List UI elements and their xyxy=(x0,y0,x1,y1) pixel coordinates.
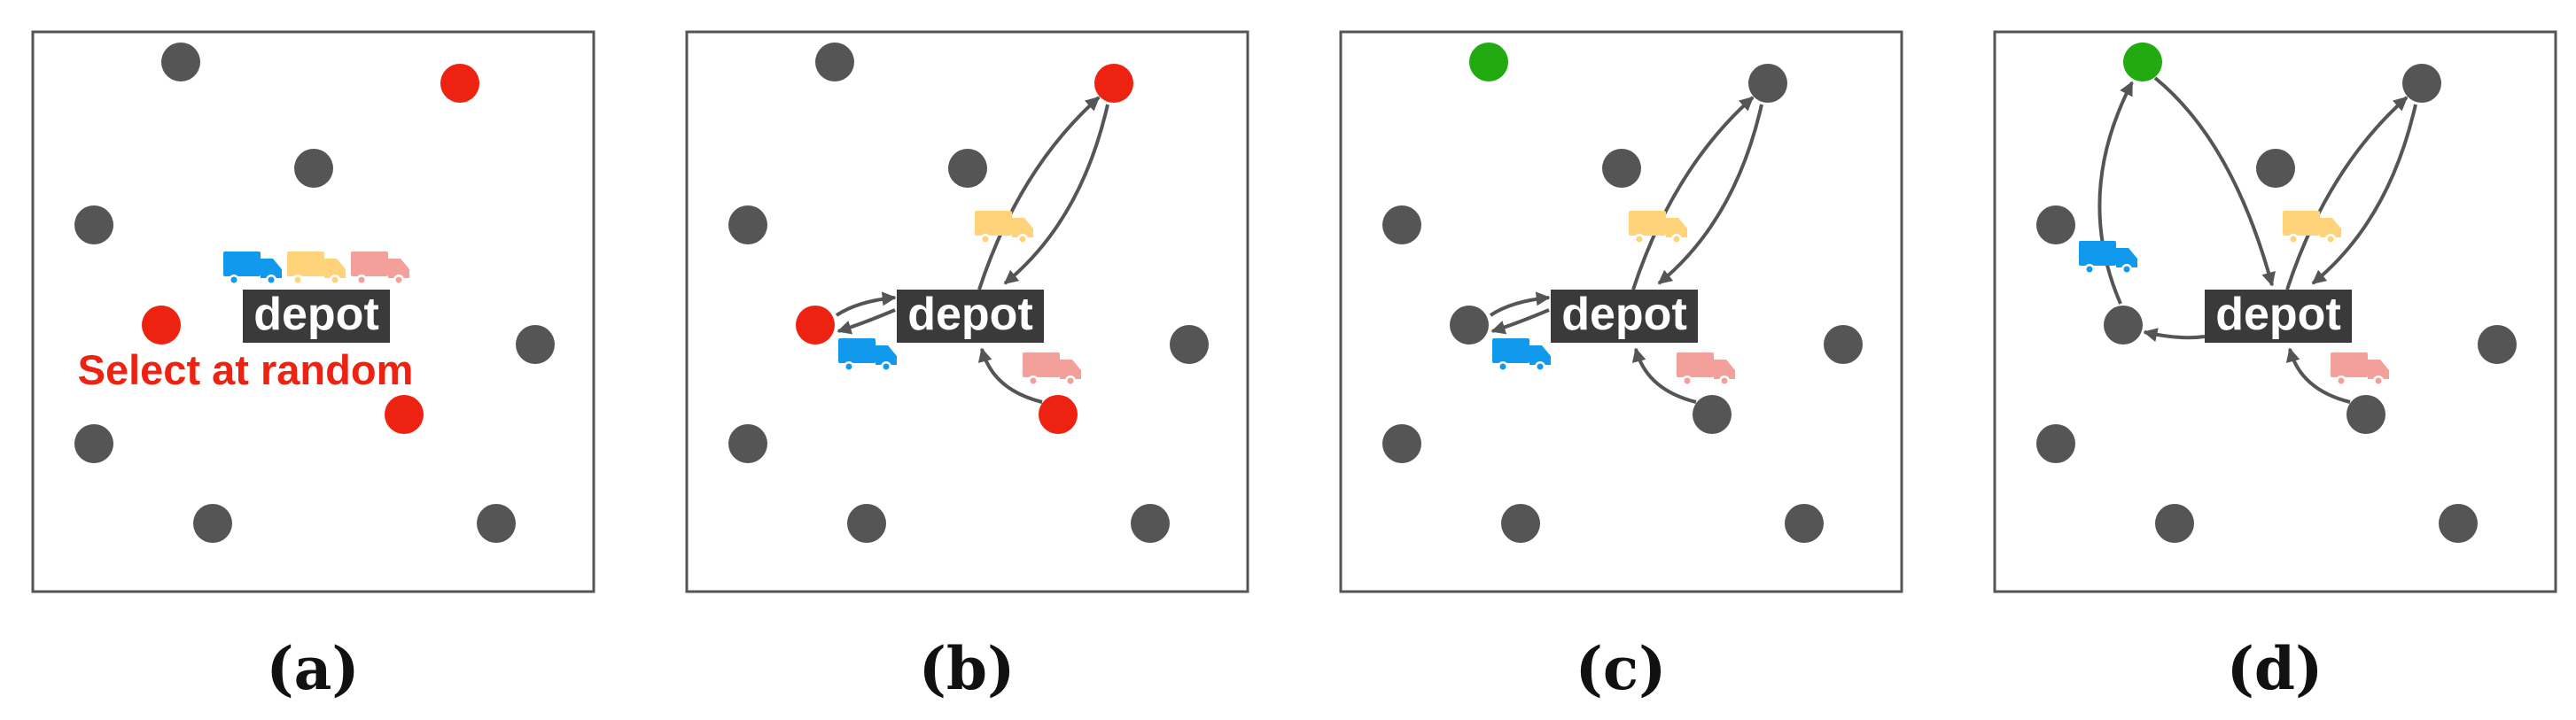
route-edge xyxy=(1631,96,1755,290)
selected-customer-node xyxy=(796,306,835,345)
customer-node xyxy=(1131,504,1170,543)
route-edge xyxy=(2143,328,2206,342)
depot-box xyxy=(897,290,1044,343)
caption-b: (b) xyxy=(919,634,1016,703)
customer-node xyxy=(74,424,113,463)
customer-node xyxy=(74,205,113,244)
depot-box xyxy=(1551,290,1698,343)
depot-box xyxy=(243,290,390,343)
depot-label: depot xyxy=(1561,289,1687,340)
customer-node xyxy=(294,149,333,188)
customer-node xyxy=(1693,395,1732,434)
customer-node xyxy=(948,149,987,188)
customer-node xyxy=(1602,149,1641,188)
selected-customer-node xyxy=(1094,64,1133,103)
customer-node xyxy=(2256,149,2295,188)
selected-customer-node xyxy=(440,64,479,103)
depot-label: depot xyxy=(907,289,1033,340)
selected-customer-node xyxy=(142,306,181,345)
customer-node xyxy=(1382,424,1421,463)
customer-node xyxy=(161,43,200,81)
customer-node xyxy=(2439,504,2478,543)
route-edge xyxy=(977,347,1043,404)
customer-node xyxy=(2402,64,2441,103)
depot-box xyxy=(2205,290,2352,343)
route-edge xyxy=(977,96,1101,290)
inserted-customer-node xyxy=(1469,43,1508,81)
customer-node xyxy=(477,504,516,543)
caption-d: (d) xyxy=(2227,634,2323,703)
customer-node xyxy=(1785,504,1824,543)
route-edge xyxy=(2285,347,2351,404)
route-edge xyxy=(2311,104,2417,285)
route-edge xyxy=(1003,104,1109,285)
customer-node xyxy=(1170,325,1209,364)
customer-node xyxy=(2036,424,2075,463)
panel-b: depot xyxy=(685,30,1249,593)
caption-c: (c) xyxy=(1576,634,1667,703)
customer-node xyxy=(1748,64,1787,103)
route-edge xyxy=(2285,96,2409,290)
selected-customer-node xyxy=(1039,395,1078,434)
depot-label: depot xyxy=(253,289,379,340)
route-edge xyxy=(1631,347,1697,404)
select-at-random-annotation: Select at random xyxy=(78,346,414,393)
customer-node xyxy=(193,504,232,543)
customer-node xyxy=(1450,306,1489,345)
panel-c: depot xyxy=(1339,30,1903,593)
customer-node xyxy=(815,43,854,81)
route-edge xyxy=(1489,291,1551,317)
selected-customer-node xyxy=(385,395,424,434)
customer-node xyxy=(2478,325,2517,364)
inserted-customer-node xyxy=(2123,43,2162,81)
customer-node xyxy=(1824,325,1863,364)
customer-node xyxy=(728,205,767,244)
route-edge xyxy=(2153,76,2276,287)
customer-node xyxy=(516,325,555,364)
panel-d: depot xyxy=(1993,30,2557,593)
caption-a: (a) xyxy=(266,634,359,703)
customer-node xyxy=(1382,205,1421,244)
depot-label: depot xyxy=(2215,289,2341,340)
customer-node xyxy=(2036,205,2075,244)
panel-a: depot Select at random xyxy=(31,30,595,593)
customer-node xyxy=(2346,395,2385,434)
customer-node xyxy=(728,424,767,463)
route-edge xyxy=(835,291,897,317)
route-edge xyxy=(1657,104,1763,285)
customer-node xyxy=(1501,504,1540,543)
customer-node xyxy=(2104,306,2143,345)
route-edge xyxy=(1490,308,1550,335)
customer-node xyxy=(847,504,886,543)
customer-node xyxy=(2155,504,2194,543)
route-edge xyxy=(2097,81,2134,305)
route-edge xyxy=(837,308,896,335)
